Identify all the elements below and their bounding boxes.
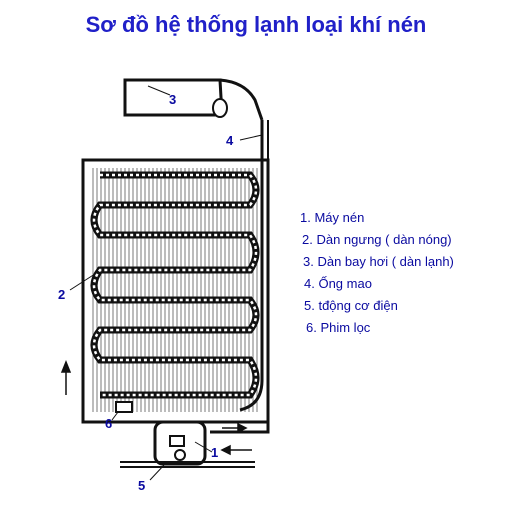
leader-1	[194, 441, 213, 453]
condenser-fins	[92, 168, 260, 412]
flow-arrow-up	[60, 359, 72, 395]
legend-item-motor: 5. tđộng cơ điện	[304, 298, 398, 313]
callout-evaporator: 3	[169, 92, 177, 107]
leader-6	[111, 411, 119, 421]
legend-item-compressor: 1. Máy nén	[300, 210, 365, 225]
callout-compressor: 1	[211, 445, 219, 460]
legend-item-capillary: 4. Ống mao	[304, 276, 372, 291]
suction-line	[210, 395, 270, 434]
callout-filter: 6	[105, 416, 113, 431]
flow-arrow-left	[220, 444, 252, 456]
motor-icon	[174, 449, 186, 461]
capillary-tube	[239, 120, 264, 412]
diagram-title: Sơ đồ hệ thống lạnh loại khí nén	[85, 12, 427, 37]
evaporator-bulb	[212, 98, 228, 118]
leader-5	[149, 463, 166, 481]
compressor-terminal	[169, 435, 185, 447]
leader-4	[239, 134, 263, 141]
flow-arrow-right	[222, 422, 248, 434]
legend-item-evaporator: 3. Dàn bay hơi ( dàn lạnh)	[303, 254, 454, 269]
legend: 1. Máy nén 2. Dàn ngưng ( dàn nóng) 3. D…	[300, 207, 454, 339]
leader-2	[69, 271, 99, 291]
callout-condenser: 2	[58, 287, 66, 302]
legend-item-filter: 6. Phim lọc	[306, 320, 371, 335]
callout-motor: 5	[138, 478, 146, 493]
legend-item-condenser: 2. Dàn ngưng ( dàn nóng)	[302, 232, 452, 247]
callout-capillary: 4	[226, 133, 234, 148]
leader-3	[147, 85, 171, 96]
filter-drier	[115, 401, 133, 413]
